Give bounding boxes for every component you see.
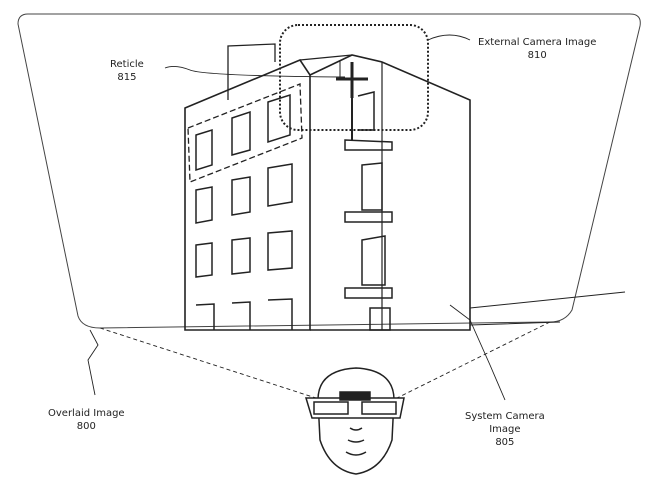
left-windows bbox=[195, 93, 293, 330]
reticle-icon bbox=[336, 62, 368, 98]
right-windows bbox=[344, 91, 393, 331]
system-label-name-line2: Image bbox=[489, 424, 521, 435]
overlaid-leader bbox=[87, 329, 99, 396]
overlaid-image-label: Overlaid Image 800 bbox=[48, 407, 125, 433]
view-cone-lines bbox=[99, 321, 551, 401]
building-right-face bbox=[309, 54, 471, 331]
system-label-name-line1: System Camera bbox=[465, 411, 545, 422]
external-label-number: 810 bbox=[527, 50, 547, 61]
system-label-number: 805 bbox=[495, 437, 515, 448]
external-camera-label: External Camera Image 810 bbox=[478, 36, 596, 62]
system-camera-label: System Camera Image 805 bbox=[465, 410, 545, 449]
system-leader bbox=[449, 304, 506, 401]
external-leader bbox=[427, 34, 471, 41]
reticle-label: Reticle 815 bbox=[110, 58, 144, 84]
reticle-leader bbox=[164, 65, 346, 78]
user-head-with-glasses bbox=[304, 367, 405, 475]
roof-line bbox=[299, 54, 353, 61]
overlaid-label-name: Overlaid Image bbox=[48, 408, 125, 419]
overlaid-label-number: 800 bbox=[76, 421, 96, 432]
external-label-name: External Camera Image bbox=[478, 37, 597, 48]
external-camera-image-frame bbox=[279, 24, 429, 131]
ground-line bbox=[469, 291, 626, 326]
dashed-window-region bbox=[187, 83, 303, 183]
rear-tower bbox=[227, 43, 276, 100]
reticle-label-number: 815 bbox=[117, 72, 137, 83]
reticle-label-name: Reticle bbox=[110, 59, 144, 70]
